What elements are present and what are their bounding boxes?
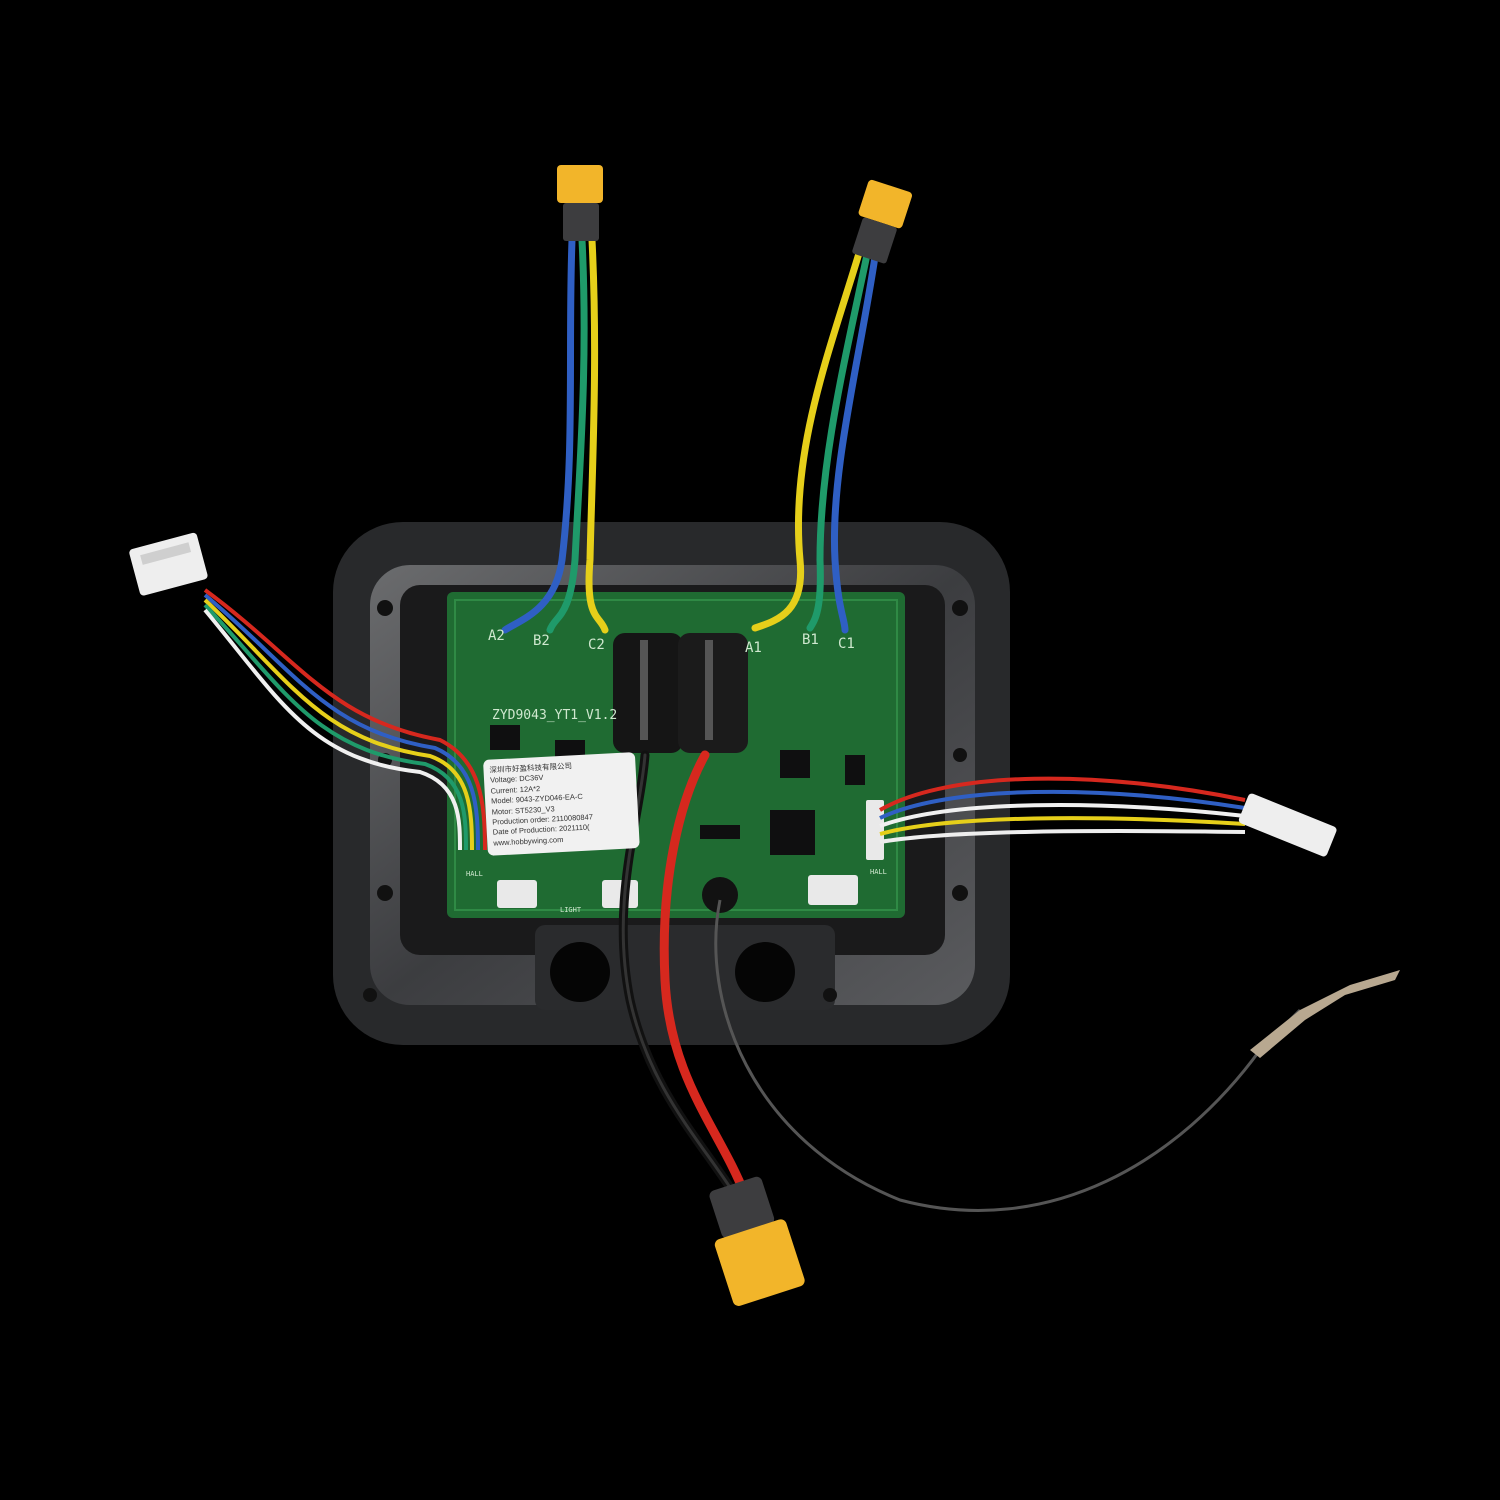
right-harness-connector bbox=[1238, 793, 1337, 857]
right-harness bbox=[879, 776, 1246, 844]
motor-wires-right bbox=[751, 246, 880, 634]
left-harness bbox=[203, 588, 487, 851]
pad-b1: B1 bbox=[802, 632, 819, 648]
motor-wires-left bbox=[501, 236, 609, 634]
motor-connector-right bbox=[852, 179, 913, 264]
pad-a1: A1 bbox=[745, 640, 762, 656]
ferrite-bead bbox=[702, 877, 738, 913]
board-part-number: ZYD9043_YT1_V1.2 bbox=[492, 708, 618, 723]
hole-right bbox=[735, 942, 795, 1002]
antenna-tape bbox=[1250, 970, 1400, 1058]
ics bbox=[490, 725, 865, 855]
battery-connector bbox=[709, 1176, 805, 1306]
pad-a2: A2 bbox=[488, 628, 505, 644]
pad-c2: C2 bbox=[588, 637, 605, 653]
hall-right-label: HALL bbox=[870, 868, 887, 876]
hall-left-label: HALL bbox=[466, 870, 483, 878]
pad-b2: B2 bbox=[533, 633, 550, 649]
pad-c1: C1 bbox=[838, 636, 855, 652]
motor-connector-left bbox=[557, 165, 603, 203]
antenna-wire bbox=[714, 899, 1302, 1212]
left-harness-connector bbox=[129, 532, 208, 596]
hole-left bbox=[550, 942, 610, 1002]
light-label: LIGHT bbox=[560, 906, 582, 914]
product-label: 深圳市好盈科技有限公司 Voltage: DC36V Current: 12A*… bbox=[483, 752, 640, 856]
